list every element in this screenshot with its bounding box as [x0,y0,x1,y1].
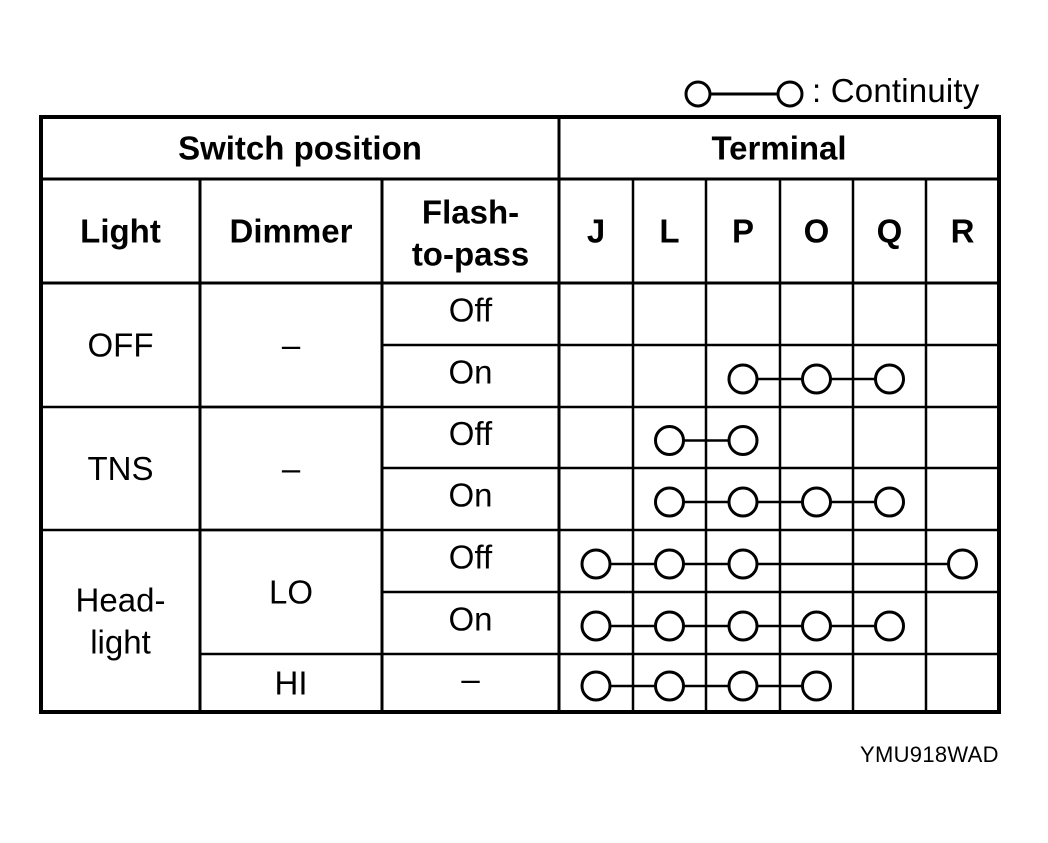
continuity-mark [580,670,612,702]
continuity-mark [727,548,759,580]
continuity-mark [727,670,759,702]
light-position-label: TNS [88,450,154,487]
continuity-symbol-icon [684,80,804,108]
continuity-mark [654,610,685,642]
light-position-label: Head- [76,582,166,619]
legend-label: : Continuity [812,72,980,109]
continuity-mark [727,425,759,456]
continuity-mark [727,486,759,518]
switch-position-header: Switch position [178,130,422,167]
dimmer-column-header: Dimmer [230,213,353,250]
flash-to-pass-value: Off [449,539,493,576]
dimmer-position-label: LO [269,574,313,611]
dimmer-position-label: HI [275,665,308,702]
terminal-r-header: R [951,213,975,250]
flash-to-pass-value: On [448,354,492,391]
continuity-mark [580,610,612,642]
terminal-p-header: P [732,213,754,250]
continuity-mark [580,548,612,580]
dimmer-position-label: – [282,450,301,487]
flash-to-pass-column-header: Flash- [422,194,519,231]
continuity-mark [654,486,685,518]
continuity-legend: : Continuity [680,70,1010,114]
continuity-mark [727,363,759,395]
continuity-mark [801,610,832,642]
terminal-q-header: Q [877,213,903,250]
terminal-l-header: L [659,213,679,250]
continuity-mark [947,548,978,580]
light-position-label: OFF [88,327,154,364]
table-frame [39,115,1001,714]
flash-to-pass-value: – [461,661,480,698]
flash-to-pass-value: On [448,601,492,638]
terminal-o-header: O [804,213,830,250]
terminal-j-header: J [587,213,605,250]
flash-to-pass-value: On [448,477,492,514]
flash-to-pass-value: Off [449,292,493,329]
light-column-header: Light [80,213,161,250]
continuity-mark [654,670,685,702]
figure-code: YMU918WAD [860,742,999,767]
continuity-mark [801,670,832,702]
continuity-mark [654,548,685,580]
continuity-mark [727,610,759,642]
flash-to-pass-column-header: to-pass [412,236,529,273]
continuity-mark [801,363,832,395]
continuity-mark [874,610,905,642]
continuity-mark [874,486,905,518]
continuity-mark [801,486,832,518]
continuity-mark [874,363,905,395]
continuity-mark [654,425,685,456]
terminal-header: Terminal [711,130,846,167]
light-position-label: light [90,624,151,661]
dimmer-position-label: – [282,327,301,364]
flash-to-pass-value: Off [449,415,493,452]
